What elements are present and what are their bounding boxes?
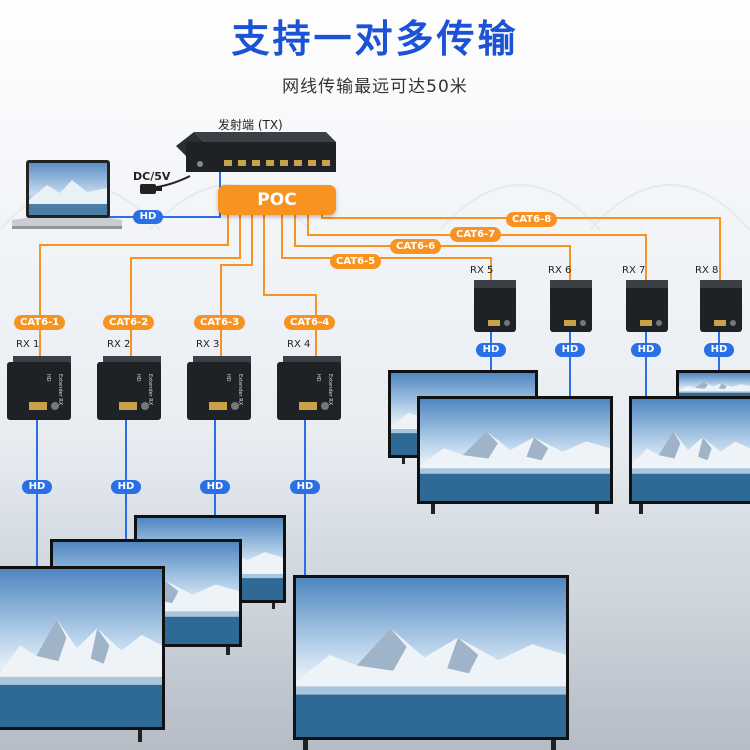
power-adapter-icon <box>140 184 162 194</box>
page-title: 支持一对多传输 <box>231 17 519 61</box>
receiver-box-6 <box>550 280 592 332</box>
tx-label: 发射端 (TX) <box>218 118 283 132</box>
device-model-text: Extender RX <box>147 374 153 406</box>
receiver-box-2: HD Extender RX <box>97 356 161 420</box>
transmitter-box <box>176 132 336 172</box>
hd-tag-rx4: HD <box>290 480 320 494</box>
hd-tag-rx7: HD <box>631 343 661 357</box>
tv-rx7 <box>629 396 750 514</box>
tv-rx4 <box>293 575 569 750</box>
hd-tag-rx2: HD <box>111 480 141 494</box>
receiver-box-1: HD Extender RX <box>7 356 71 420</box>
receiver-box-3: HD Extender RX <box>187 356 251 420</box>
hd-tag-rx6: HD <box>555 343 585 357</box>
hd-tag-rx5: HD <box>476 343 506 357</box>
cat-label-3: CAT6-3 <box>194 315 246 330</box>
receiver-box-8 <box>700 280 742 332</box>
receiver-box-7 <box>626 280 668 332</box>
device-model-text: Extender RX <box>57 374 63 406</box>
hd-tag-rx3: HD <box>200 480 230 494</box>
rx-label-4: RX 4 <box>287 339 311 350</box>
receiver-box-5 <box>474 280 516 332</box>
cat-line-5 <box>281 215 492 282</box>
cat-line-4 <box>263 215 317 356</box>
cat-line-1 <box>39 215 229 356</box>
power-label: DC/5V <box>133 170 171 183</box>
cat-line-3 <box>220 215 253 356</box>
cat-label-4: CAT6-4 <box>284 315 336 330</box>
rx-label-3: RX 3 <box>196 339 220 350</box>
hd-tag-rx1: HD <box>22 480 52 494</box>
page-subtitle: 网线传输最远可达50米 <box>282 77 468 97</box>
laptop-icon <box>12 160 122 229</box>
cat-label-1: CAT6-1 <box>14 315 66 330</box>
device-model-text: Extender RX <box>327 374 333 406</box>
cat-label-6: CAT6-6 <box>390 239 442 254</box>
cat-label-8: CAT6-8 <box>506 212 558 227</box>
rx-label-8: RX 8 <box>695 265 719 276</box>
device-brand-text: HD <box>225 374 231 382</box>
device-model-text: Extender RX <box>237 374 243 406</box>
rx-label-6: RX 6 <box>548 265 572 276</box>
hd-tag-source: HD <box>133 210 163 224</box>
tv-rx8-back <box>676 370 750 400</box>
device-brand-text: HD <box>315 374 321 382</box>
cat-label-5: CAT6-5 <box>330 254 382 269</box>
rx-label-5: RX 5 <box>470 265 494 276</box>
hd-tag-rx8: HD <box>704 343 734 357</box>
device-brand-text: HD <box>45 374 51 382</box>
rx-label-1: RX 1 <box>16 339 40 350</box>
cat-label-2: CAT6-2 <box>103 315 155 330</box>
receiver-box-4: HD Extender RX <box>277 356 341 420</box>
tv-rx6 <box>417 396 613 514</box>
tv-rx1 <box>0 566 165 742</box>
poc-badge: POC <box>218 185 336 215</box>
device-brand-text: HD <box>135 374 141 382</box>
cat-label-7: CAT6-7 <box>450 227 502 242</box>
rx-label-7: RX 7 <box>622 265 646 276</box>
cat-line-2 <box>130 215 241 356</box>
rx-label-2: RX 2 <box>107 339 131 350</box>
